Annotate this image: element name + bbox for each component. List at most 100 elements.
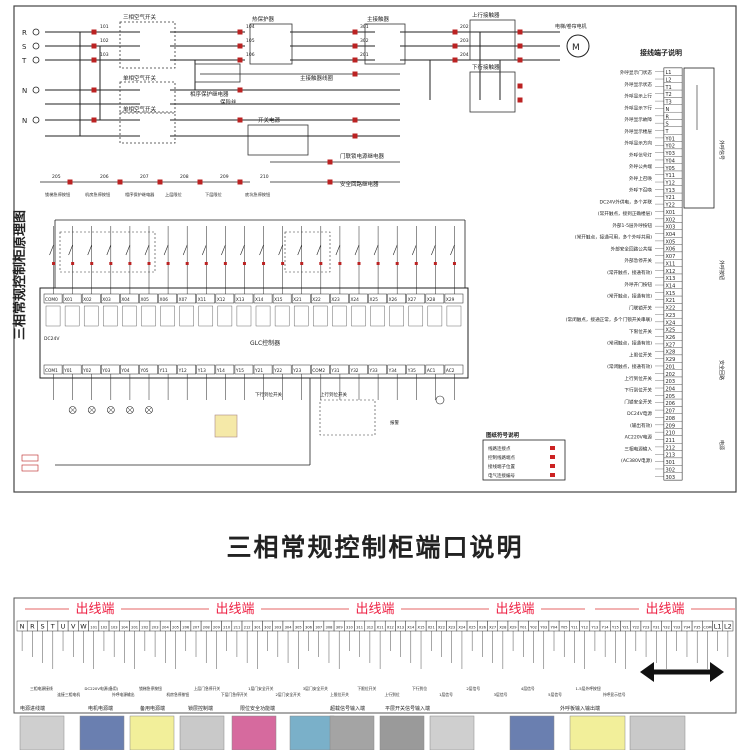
down-contactor-box [469,71,516,113]
plc-output-label: Y12 [178,368,187,374]
thermal-relay-label: 热保护器 [252,15,275,23]
terminal-cell-label: X27 [489,626,496,630]
legend-item: 电气连接编号 [488,472,515,479]
breaker-label-3p: 三相空气开关 [123,13,157,21]
plc-output-cell [406,364,426,375]
plc-output-cell [253,364,273,375]
wire-tag-label: 301 [360,24,369,30]
plc-input-label: X01 [64,297,73,303]
terminal-id: Y13 [665,188,675,194]
terminal-description: 外呼下召唤 [629,187,652,194]
terminal-side-label: 外呼按钮 [718,260,725,280]
plc-output-label: Y23 [292,368,301,374]
plc-input-cell [444,293,464,304]
terminal-cell-label: L2 [724,623,732,631]
terminal-cell-label: X28 [499,626,507,630]
plc-input-label: X26 [389,297,398,303]
terminal-category: 限位安全功能端 [240,705,275,712]
wire-tag-square [237,57,243,63]
wire-tag-square [237,117,243,123]
terminal-cell-label: X11 [377,626,384,630]
plc-input-label: X25 [370,297,379,303]
plc-output-cell [444,364,464,375]
plc-input-cell [101,293,120,304]
wire-tag-label: 101 [100,24,109,30]
terminal-cell-label: 303 [274,626,281,630]
terminal-id: L1 [666,70,672,76]
plc-input-label: X28 [427,297,436,303]
wire-tag-label: 204 [460,52,469,58]
terminal-cell-label: 207 [193,626,200,630]
input-switch-columns [49,231,456,273]
terminal-id: X14 [666,284,676,290]
plc-input-optocoupler [293,305,309,327]
terminal-id: Y05 [665,166,675,172]
section-heading: 三相常规控制柜端口说明 [226,533,524,562]
terminal-cell-label: 202 [141,626,148,630]
plc-input-cell [215,293,235,304]
plc-input-optocoupler [103,305,118,327]
plc-output-label: Y01 [63,368,72,374]
breaker-label-1p-b: 单相空气开关 [123,105,157,113]
category-photo [179,715,225,750]
terminal-id: 301 [666,460,676,466]
motor-letter: M [572,43,580,53]
plc-input-label: X03 [102,297,111,303]
plc-input-label: X27 [408,297,417,303]
plc-output-label: Y34 [388,368,397,374]
terminal-cell-label: 201 [131,626,138,630]
safety-loop-label: 锁梯急停按钮 [45,191,70,198]
wire-tag-square [452,43,458,49]
plc-output-cell [425,364,445,375]
terminal-cell-label: 209 [213,626,221,630]
category-photo [509,715,555,750]
terminal-id: 201 [666,364,676,370]
plc-input-label: X11 [198,297,207,303]
terminal-cell-label: Y03 [540,626,547,630]
terminal-cell-label: 212 [244,626,251,630]
terminal-cell-label: X14 [407,626,415,630]
legend-item: 控制线路端点 [488,454,515,461]
phase-label-s: S [22,43,27,51]
terminal-id: X02 [666,217,676,223]
plc-input-optocoupler [427,305,443,327]
terminal-description: (常开触点，接通可用，多个外呼共用) [575,234,652,241]
terminal-id: 209 [666,423,676,429]
plc-input-label: X14 [255,297,264,303]
terminal-cell-label: Y15 [612,626,619,630]
coil-label: 主接触器线圈 [300,74,334,82]
plc-input-label: X02 [83,297,92,303]
terminal-id: 208 [666,416,676,422]
terminal-cell-label: S [41,623,45,631]
terminal-id: T [665,129,670,135]
terminal-id: X11 [666,261,676,267]
terminal-cell-label: X21 [428,626,435,630]
terminal-note: 1层信号 [439,692,453,697]
plc-input-optocoupler [198,305,214,327]
safety-loop-label: 底坑急停按钮 [245,191,270,198]
wire-tag-square [91,57,97,63]
plc-output-label: Y11 [159,368,168,374]
plc-input-optocoupler [408,305,424,327]
safety-relay-label: 安全回路继电器 [340,180,379,188]
terminal-id: N [666,107,670,113]
safety-loop-label: 下层限位 [205,191,222,198]
wire-tag-square [237,29,243,35]
terminal-cell-label: 203 [152,626,159,630]
terminal-cell-label: 102 [101,626,108,630]
terminal-id: X29 [666,357,676,363]
terminal-note: 2层门安全开关 [275,692,300,697]
terminal-cell-label: X26 [479,626,487,630]
terminal-description: 下行到位开关 [624,387,652,394]
terminal-strip-frame [13,597,737,714]
terminal-cell-label: 302 [264,626,271,630]
wire-tag-label: 203 [460,38,469,44]
plc-output-cell [368,364,387,375]
legend-title: 图纸符号说明 [486,431,520,439]
terminal-cell-label: Y35 [694,626,701,630]
dc24-label: DC24V [44,336,60,342]
wire-tag-label: 205 [52,174,61,180]
terminal-cell-label: 305 [295,626,302,630]
terminal-note: 上层门急停开关 [194,686,221,691]
